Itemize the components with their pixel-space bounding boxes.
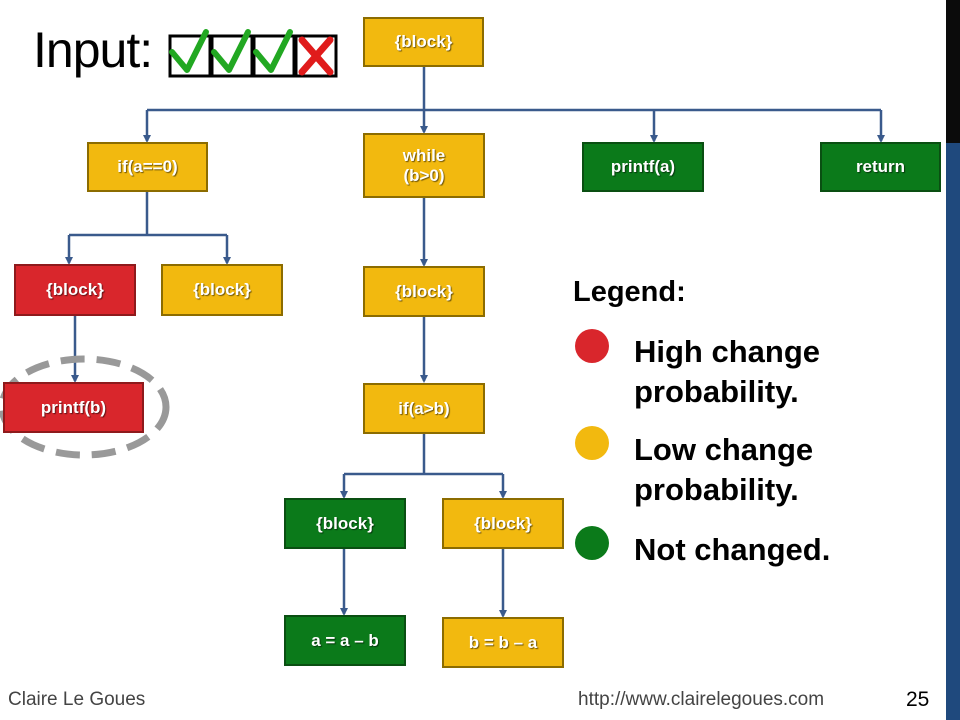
node-return: return <box>820 142 941 192</box>
legend-dot-high <box>575 329 609 363</box>
footer-author: Claire Le Goues <box>8 689 146 710</box>
legend-title: Legend: <box>573 276 686 308</box>
node-label: b = b – a <box>468 632 538 652</box>
input-checkbox <box>210 34 254 78</box>
sidebar-accent-bar-bottom <box>946 690 960 720</box>
legend-item-high: High change probability. <box>634 334 821 409</box>
node-if-a-gt-b: if(a>b) <box>363 383 485 434</box>
node-block-if-else: {block} <box>161 264 283 316</box>
node-block-while-body: {block} <box>363 266 485 317</box>
legend-item-low: Low change probability. <box>634 432 814 507</box>
node-block-then: {block} <box>284 498 406 549</box>
node-label: if(a==0) <box>117 157 178 176</box>
node-block-else: {block} <box>442 498 564 549</box>
footer-url: http://www.clairelegoues.com <box>578 689 825 710</box>
node-root-block: {block} <box>363 17 484 67</box>
node-label: if(a>b) <box>398 398 450 418</box>
legend-dot-unchanged <box>575 526 609 560</box>
node-label: {block} <box>193 280 251 299</box>
node-label: {block} <box>46 280 104 299</box>
node-label: {block} <box>474 513 532 533</box>
input-marks <box>168 29 338 78</box>
node-label: a = a – b <box>311 630 379 650</box>
node-label: printf(b) <box>40 397 107 417</box>
input-checkbox <box>168 34 212 78</box>
legend-item-unchanged: Not changed. <box>634 532 831 567</box>
node-label: {block} <box>316 513 374 533</box>
node-assign-a: a = a – b <box>284 615 406 666</box>
sidebar-dark-bar <box>946 0 960 143</box>
node-label: printf(a) <box>610 157 676 176</box>
check-icon <box>211 29 251 73</box>
cross-icon <box>298 36 334 76</box>
legend-dot-low <box>575 426 609 460</box>
node-printf-a: printf(a) <box>582 142 704 192</box>
input-checkbox <box>294 34 338 78</box>
slide-title: Input: <box>33 22 153 78</box>
page-number: 25 <box>906 688 930 711</box>
node-assign-b: b = b – a <box>442 617 564 668</box>
check-icon <box>169 29 209 73</box>
node-block-high: {block} <box>14 264 136 316</box>
sidebar-accent-bar <box>946 143 960 690</box>
node-label: while (b>0) <box>402 145 446 185</box>
check-icon <box>253 29 293 73</box>
tree-edges <box>65 66 885 618</box>
node-label: return <box>855 157 906 176</box>
node-printf-b: printf(b) <box>3 382 144 433</box>
node-if-a-eq-0: if(a==0) <box>87 142 208 192</box>
node-while-b-gt-0: while (b>0) <box>363 133 485 198</box>
node-label: {block} <box>395 281 453 301</box>
node-label: {block} <box>394 32 453 51</box>
highlight-ring <box>0 355 170 459</box>
input-checkbox <box>252 34 296 78</box>
